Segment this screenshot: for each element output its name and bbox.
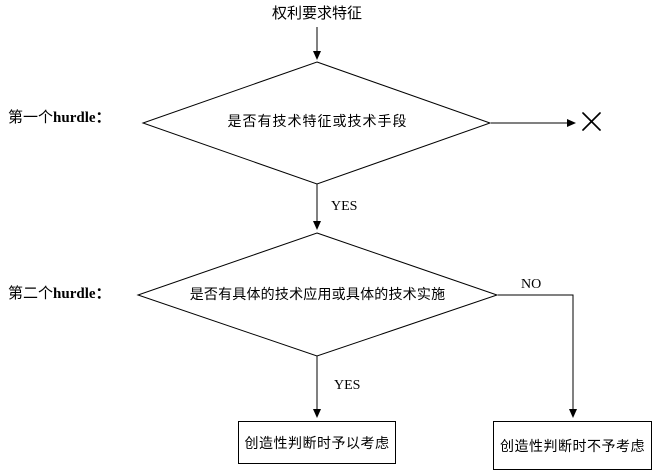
edge-label-yes1: YES bbox=[331, 199, 358, 214]
hurdle2-term: hurdle： bbox=[53, 286, 111, 302]
result-not-considered-label: 创造性判断时不予考虑 bbox=[500, 439, 645, 455]
edge-label-yes2: YES bbox=[334, 378, 361, 393]
hurdle2-prefix: 第二个 bbox=[8, 286, 54, 302]
hurdle1-term: hurdle： bbox=[53, 110, 111, 126]
x-mark-icon bbox=[582, 112, 601, 131]
hurdle2-caption: 第二个hurdle： bbox=[8, 286, 111, 303]
result-considered-label: 创造性判断时予以考虑 bbox=[244, 436, 390, 452]
hurdle1-caption: 第一个hurdle： bbox=[8, 110, 111, 127]
result-box-considered: 创造性判断时予以考虑 bbox=[238, 421, 396, 464]
start-node-label: 权利要求特征 bbox=[271, 6, 362, 22]
decision2-label: 是否有具体的技术应用或具体的技术实施 bbox=[189, 288, 446, 303]
edge-decision2-no bbox=[498, 294, 577, 418]
result-box-not-considered: 创造性判断时不予考虑 bbox=[493, 421, 652, 470]
decision1-label: 是否有技术特征或技术手段 bbox=[227, 115, 408, 130]
edge-label-no1: NO bbox=[521, 277, 542, 292]
hurdle1-prefix: 第一个 bbox=[8, 110, 54, 126]
